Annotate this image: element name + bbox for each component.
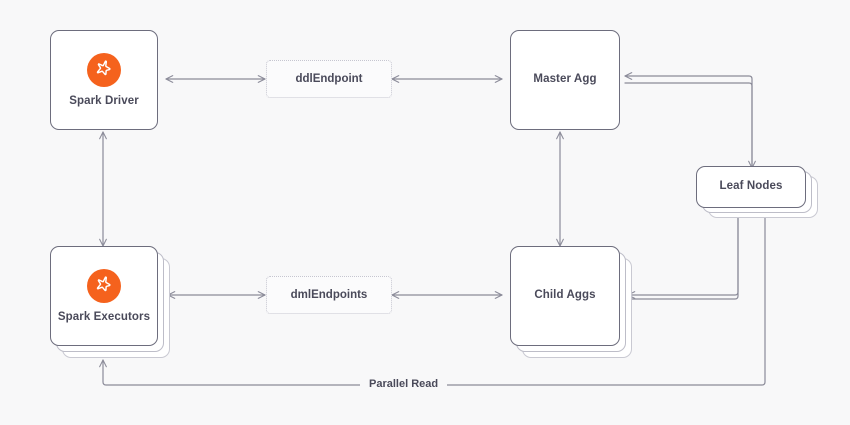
node-label-dml-endpoints: dmlEndpoints <box>290 289 368 301</box>
node-spark-driver[interactable]: Spark Driver <box>50 30 158 130</box>
edge-leafnodes-masteragg <box>624 72 753 166</box>
node-child-aggs[interactable]: Child Aggs <box>510 246 620 346</box>
node-label-spark-executors: Spark Executors <box>57 310 151 323</box>
edge-parallel-read <box>99 209 766 386</box>
node-spark-executors[interactable]: Spark Executors <box>50 246 158 346</box>
node-label-leaf-nodes: Leaf Nodes <box>719 180 783 193</box>
edge-masteragg-leafnodes <box>624 82 756 169</box>
node-ddl-endpoint[interactable]: ddlEndpoint <box>266 60 392 98</box>
node-label-child-aggs: Child Aggs <box>534 289 596 302</box>
node-label-ddl-endpoint: ddlEndpoint <box>295 73 363 85</box>
spark-logo-icon <box>87 268 121 303</box>
node-master-agg[interactable]: Master Agg <box>510 30 620 130</box>
spark-logo-icon <box>87 52 121 87</box>
node-label-master-agg: Master Agg <box>533 73 597 86</box>
node-dml-endpoints[interactable]: dmlEndpoints <box>266 276 392 314</box>
edge-leafnodes-childaggs <box>627 204 739 299</box>
edge-childaggs-leafnodes <box>627 209 742 300</box>
node-label-spark-driver: Spark Driver <box>69 94 139 107</box>
node-leaf-nodes[interactable]: Leaf Nodes <box>696 166 806 208</box>
edge-label-parallel-read: Parallel Read <box>360 379 448 390</box>
